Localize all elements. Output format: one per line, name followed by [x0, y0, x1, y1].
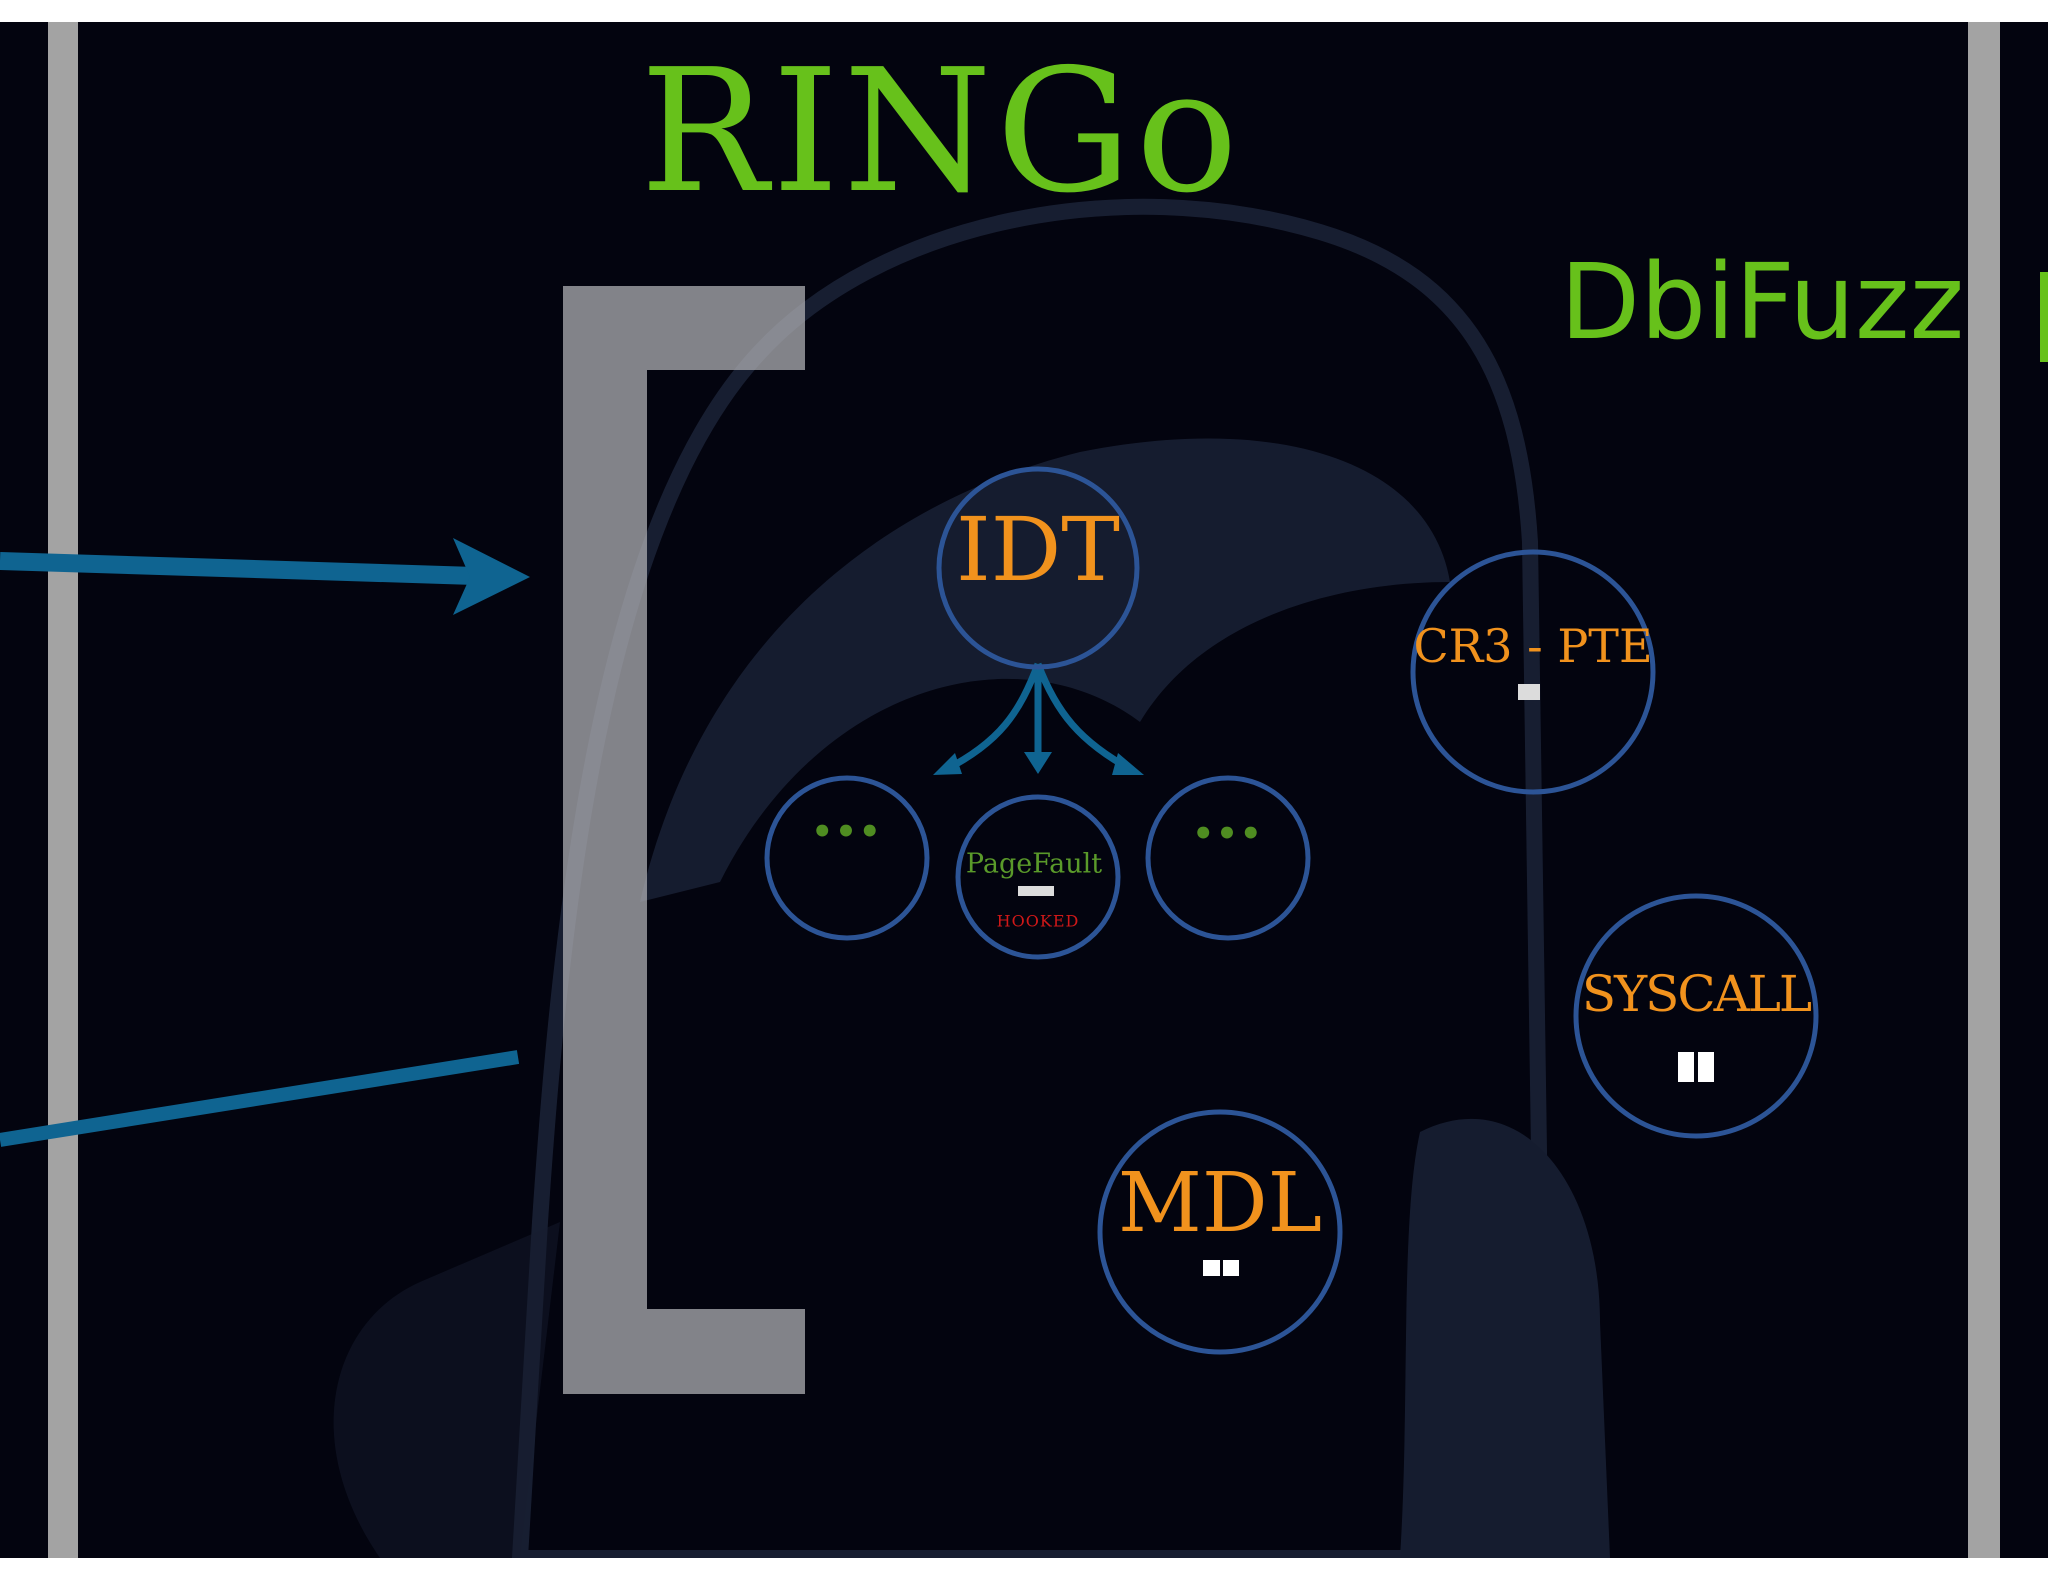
syscall-label: SYSCALL: [1581, 965, 1812, 1023]
ellipsis-right: •••: [1192, 814, 1264, 854]
frame-bar-right-edge: [2040, 272, 2048, 362]
pagefault-label: PageFault: [965, 848, 1103, 880]
pagefault-thumbnail[interactable]: [1018, 886, 1054, 896]
line-lower: [0, 1050, 520, 1147]
idt-branch-arrowheads: [933, 752, 1144, 775]
ellipsis-left: •••: [811, 812, 883, 852]
background-watermark: [333, 198, 1610, 1558]
cr3-pte-label: CR3 - PTE: [1413, 619, 1653, 673]
ellipsis-right-circle[interactable]: [1145, 775, 1311, 941]
arrow-head-top: [453, 538, 530, 615]
diagram-graphics: [0, 22, 2048, 1558]
idt-label: IDT: [955, 498, 1121, 601]
mdl-circle[interactable]: [1097, 1109, 1343, 1355]
bracket: [563, 286, 805, 1394]
slide-subtitle: DbiFuzz: [1560, 241, 1965, 363]
mdl-label: MDL: [1117, 1156, 1323, 1251]
frame-bar-right: [1968, 22, 2000, 1558]
arrow-line-top: [0, 552, 476, 585]
cr3-pte-circle[interactable]: [1410, 549, 1656, 795]
idt-circle[interactable]: [936, 466, 1140, 670]
slide-title: RINGo: [640, 33, 1243, 231]
prezi-canvas: RINGo DbiFuzz IDT CR3 - PTE SYSCALL MDL …: [0, 22, 2048, 1558]
mdl-thumbnail[interactable]: [1203, 1260, 1239, 1276]
syscall-thumbnail[interactable]: [1678, 1052, 1714, 1082]
idt-branch-arrows: [943, 662, 1134, 774]
syscall-circle[interactable]: [1573, 893, 1819, 1139]
ellipsis-left-circle[interactable]: [764, 775, 930, 941]
pagefault-circle[interactable]: [955, 794, 1121, 960]
frame-bar-left: [48, 22, 78, 1558]
cr3-pte-thumbnail[interactable]: [1518, 684, 1540, 700]
hooked-label: HOOKED: [996, 911, 1080, 931]
